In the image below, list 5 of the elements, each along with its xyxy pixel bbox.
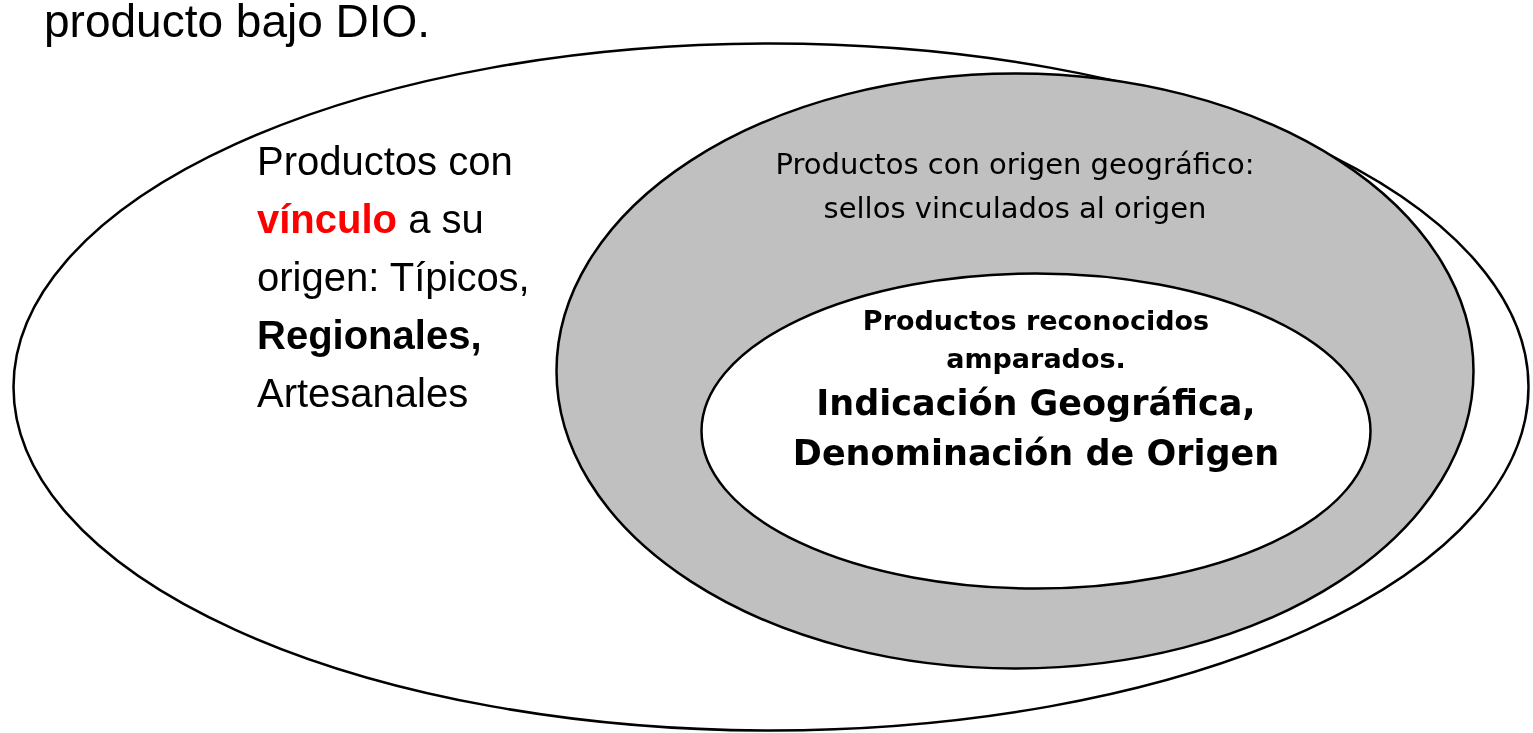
ellipse-text: Indicación Geográfica, Denominación de Origen xyxy=(791,382,1281,475)
ellipse-text: Productos con origen geográfico: sellos vinculados al origen xyxy=(774,146,1256,227)
ellipse-heading: Productos reconocidos amparados. xyxy=(861,304,1211,376)
title: producto bajo DIO. xyxy=(44,0,431,48)
ellipse-text: Productos con vínculo a su origen: Típicos, Regionales, Artesanales xyxy=(257,138,531,417)
